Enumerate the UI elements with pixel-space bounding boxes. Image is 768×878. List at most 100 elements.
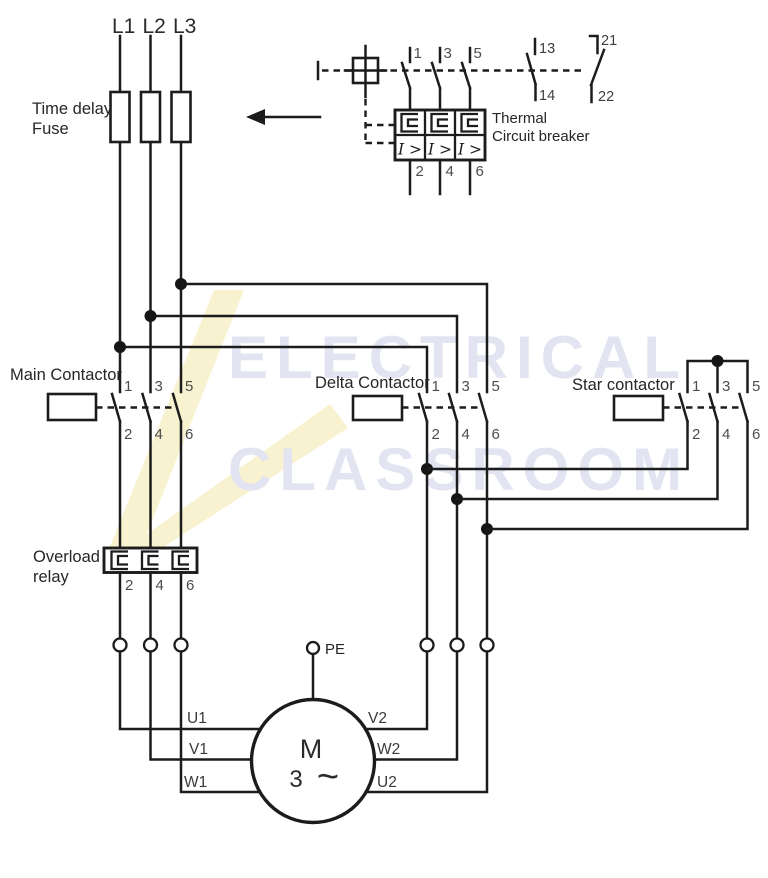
breaker-bottom-leads: [408, 158, 472, 196]
motor-left-wires: [118, 650, 263, 794]
supply-section: L1 L2 L3 Time delay Fuse: [32, 15, 489, 394]
watermark-bolt-shape: [102, 290, 244, 566]
star-contactor: Star contactor 1 3 5 2 4 6: [425, 355, 760, 531]
aux-terminal-number: 21: [601, 33, 617, 49]
breaker-aux-no-contact: [525, 37, 538, 102]
star-contactor-label: Star contactor: [572, 376, 675, 394]
motor-ac-symbol: ~: [317, 756, 339, 798]
aux-terminal-number: 13: [539, 41, 555, 57]
equivalence-arrow: [246, 109, 322, 125]
terminal-circle: [142, 637, 159, 653]
main-contactor-blades: [110, 392, 183, 424]
aux-terminal-number: 22: [598, 89, 614, 105]
delta-contactor-blades: [417, 392, 489, 424]
breaker-label-line1: Thermal: [492, 110, 547, 127]
terminal-circle: [479, 637, 495, 653]
thermal-element-icon: [460, 112, 478, 133]
motor-right-wires: [363, 650, 489, 794]
overcurrent-trip-symbol: I >: [427, 141, 452, 159]
breaker-terminal-number: 1: [414, 45, 422, 62]
thermal-element-icon: [110, 550, 128, 571]
terminal-circle: [112, 637, 128, 653]
main-contactor-coil: [46, 392, 98, 422]
contact-number: 5: [185, 378, 193, 395]
overload-bottom-leads: [118, 571, 183, 640]
overload-terminal-number: 2: [125, 577, 133, 594]
fuse-symbol: [170, 90, 192, 144]
thermal-element-icon: [400, 112, 418, 133]
breaker-terminal-number: 4: [446, 163, 454, 180]
contact-number: 6: [492, 426, 500, 443]
contact-number: 2: [432, 426, 440, 443]
overload-relay: Overload relay 2 4 6: [33, 546, 199, 640]
breaker-terminal-number: 5: [474, 45, 482, 62]
overload-relay-label-line2: relay: [33, 568, 70, 586]
motor-terminal-label: W1: [184, 774, 207, 791]
junction-dot: [114, 341, 126, 353]
fuse-symbol: [139, 90, 162, 144]
overload-terminal-number: 4: [156, 577, 164, 594]
contact-number: 4: [722, 426, 730, 443]
motor-circle: [249, 697, 377, 825]
delta-contactor-coil: [351, 394, 404, 422]
contact-number: 6: [185, 426, 193, 443]
pe-terminal-circle: [305, 640, 321, 656]
breaker-terminal-number: 3: [444, 45, 452, 62]
junction-dot: [175, 278, 187, 290]
breaker-pole-contact: [430, 46, 442, 112]
motor-terminal-label: V1: [189, 741, 208, 758]
overload-relay-label-line1: Overload: [33, 548, 100, 566]
breaker-pole-contact: [460, 46, 472, 112]
thermal-element-icon: [430, 112, 448, 133]
contact-number: 3: [722, 378, 730, 395]
overcurrent-trip-symbol: I >: [457, 141, 482, 159]
contact-number: 1: [124, 378, 132, 395]
overcurrent-trip-symbol: I >: [397, 141, 422, 159]
phase-label-l1: L1: [112, 15, 135, 38]
contact-number: 2: [124, 426, 132, 443]
thermal-element-icon: [140, 550, 159, 571]
arrow-head-icon: [246, 109, 265, 125]
breaker-trip-linkage-dash: [364, 99, 394, 145]
breaker-label-line2: Circuit breaker: [492, 128, 590, 145]
main-contactor-label: Main Contactor: [10, 366, 122, 384]
contact-number: 1: [692, 378, 700, 395]
terminal-circle: [449, 637, 465, 653]
star-contactor-coil: [612, 394, 665, 422]
terminal-circle: [173, 637, 189, 653]
contact-number: 3: [155, 378, 163, 395]
junction-dot: [711, 355, 724, 367]
breaker-box-dividers: [395, 110, 485, 160]
motor-symbol: M: [300, 734, 323, 764]
star-contactor-blades: [677, 392, 750, 424]
motor-terminal-label: U1: [187, 710, 207, 727]
motor-terminal-label: W2: [377, 741, 400, 758]
fuse-label-line2: Fuse: [32, 120, 69, 138]
fuse-symbol: [109, 90, 131, 144]
contact-number: 4: [155, 426, 163, 443]
tap-wire-l1-to-delta: [118, 345, 429, 394]
junction-dot: [144, 310, 157, 322]
motor-terminals: [112, 637, 495, 794]
main-contactor: Main Contactor 1 3 5 2 4 6: [10, 366, 193, 550]
star-contactor-bottom-wires: [425, 420, 749, 531]
watermark: ELECTRICAL CLASSROOM: [102, 290, 688, 566]
thermal-element-icon: [171, 550, 189, 571]
contact-number: 5: [752, 378, 760, 395]
tap-wire-l3-to-delta: [179, 282, 489, 394]
overload-terminal-number: 6: [186, 577, 194, 594]
watermark-text-line1: ELECTRICAL: [228, 324, 688, 391]
motor-terminal-label: U2: [377, 774, 397, 791]
breaker-terminal-number: 2: [416, 163, 424, 180]
thermal-circuit-breaker: 1 3 5 I > I > I > 2 4 6 Thermal Circuit …: [316, 33, 617, 196]
fuse-label-line1: Time delay: [32, 100, 113, 118]
pe-label: PE: [325, 641, 345, 658]
contact-number: 3: [462, 378, 470, 395]
contact-number: 2: [692, 426, 700, 443]
contact-number: 6: [752, 426, 760, 443]
aux-terminal-number: 14: [539, 88, 555, 104]
motor: PE M 3 ~ U1 V1 W1 V2 W2 U2: [184, 640, 400, 825]
breaker-terminal-number: 6: [476, 163, 484, 180]
